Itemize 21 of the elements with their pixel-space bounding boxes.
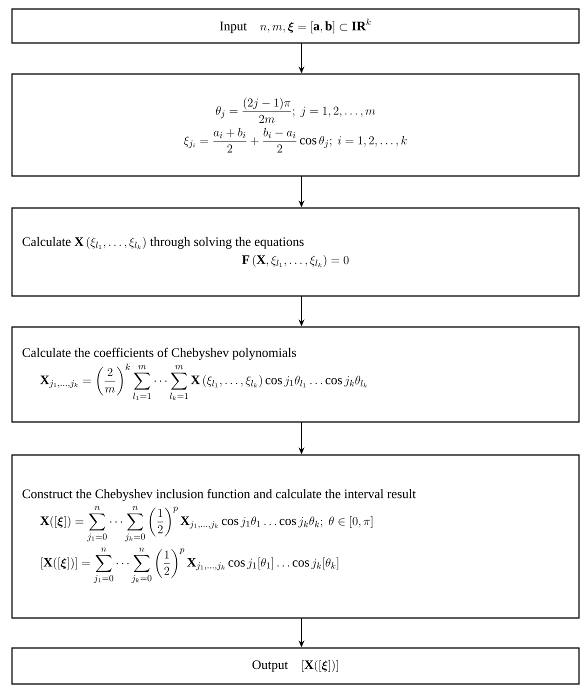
process-box: [11, 647, 580, 685]
process-box: [11, 326, 580, 423]
step-text: Calculate the coefficients of Chebyshev polynomials: [22, 348, 296, 360]
formula: $\mathbf{F}\left(\mathbf{X},\xi_{l_1},\ldots,\xi_{l_k}\right)=0$: [242, 254, 349, 268]
process-box: [11, 454, 580, 619]
step-text: through solving the equations: [150, 236, 304, 249]
process-box: [11, 207, 580, 297]
step-text: Construct the Chebyshev inclusion function and calculate the interval result: [22, 488, 416, 501]
formula: $\left[\mathbf{X}([\boldsymbol{\xi}])\right]$: [302, 660, 338, 672]
formula: $\theta_j=\frac{(2j-1)\pi}{2m};\ j=1,2,\ldots,m$: [216, 98, 376, 123]
formula: $\mathbf{X}\left(\xi_{l_1},\ldots,\xi_{l_k}\right)$: [74, 236, 146, 250]
formula: $\mathbf{X}([\boldsymbol{\xi}])=\sum_{j_1=0}^{n}\cdots\sum_{j_k=0}^{n}\left(\frac{1}{2}\right)^{p}\mathbf{X}_{j_1,\ldots,j_k}\cos j_1\theta_1\ldots\cos j_k\theta_k;\ \theta\in[0,\pi]$: [40, 506, 372, 542]
step-text: Input: [220, 22, 247, 34]
formula: $\left[\mathbf{X}([\boldsymbol{\xi}])\right]=\sum_{j_1=0}^{n}\cdots\sum_{j_k=0}^{n}\left(\frac{1}{2}\right)^{p}\mathbf{X}_{j_1,\ldots,j_k}\cos j_1[\theta_1]\ldots\cos j_k[\theta_k]$: [41, 548, 338, 583]
process-box: [11, 8, 580, 44]
step-text: Output: [252, 660, 288, 672]
process-box: [11, 73, 580, 177]
formula: $\xi_{j_i}=\frac{a_i+b_i}{2}+\frac{b_i-a_i}{2}\cos\theta_j;\ i=1,2,\ldots,k$: [184, 128, 407, 153]
formula: $\mathbf{X}_{j_1,\ldots,j_k}=\left(\frac{2}{m}\right)^{k}\sum_{l_1=1}^{m}\cdots\sum_{l_k=1}^{m}\mathbf{X}\left(\xi_{l_1},\ldots,\xi_{l_k}\right)\cos j_1\theta_{l_1}\ldots\cos j_k\theta_{l_k}$: [40, 364, 367, 400]
formula: $n,m,\boldsymbol{\xi}=\left[\mathbf{a},\mathbf{b}\right]\subset\mathbf{IR}^{k}$: [260, 18, 371, 34]
step-text: Calculate: [22, 236, 71, 246]
